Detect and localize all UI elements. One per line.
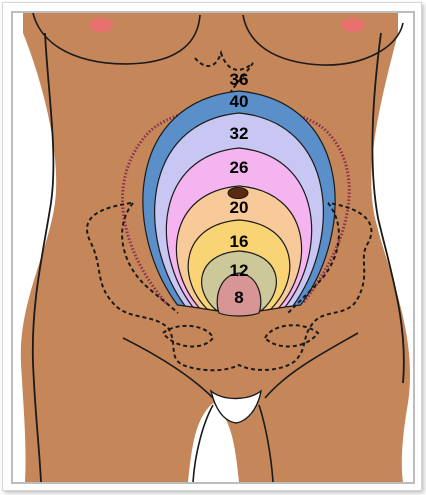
week-label-36: 36 bbox=[230, 70, 249, 89]
week-label-16: 16 bbox=[230, 232, 249, 251]
week-label-40: 40 bbox=[230, 92, 249, 111]
week-label-12: 12 bbox=[230, 261, 249, 280]
figure-frame: 36 40 32 26 20 16 12 8 bbox=[2, 2, 422, 491]
navel bbox=[228, 188, 248, 199]
week-label-20: 20 bbox=[230, 198, 249, 217]
right-nipple bbox=[341, 18, 365, 32]
figure-panel: 36 40 32 26 20 16 12 8 bbox=[11, 11, 415, 484]
week-label-8: 8 bbox=[234, 288, 243, 307]
week-label-32: 32 bbox=[230, 124, 249, 143]
fundal-height-diagram: 36 40 32 26 20 16 12 8 bbox=[13, 13, 413, 482]
week-labels: 40 32 26 20 16 12 8 bbox=[230, 92, 249, 307]
week-label-26: 26 bbox=[230, 158, 249, 177]
left-nipple bbox=[89, 18, 113, 32]
